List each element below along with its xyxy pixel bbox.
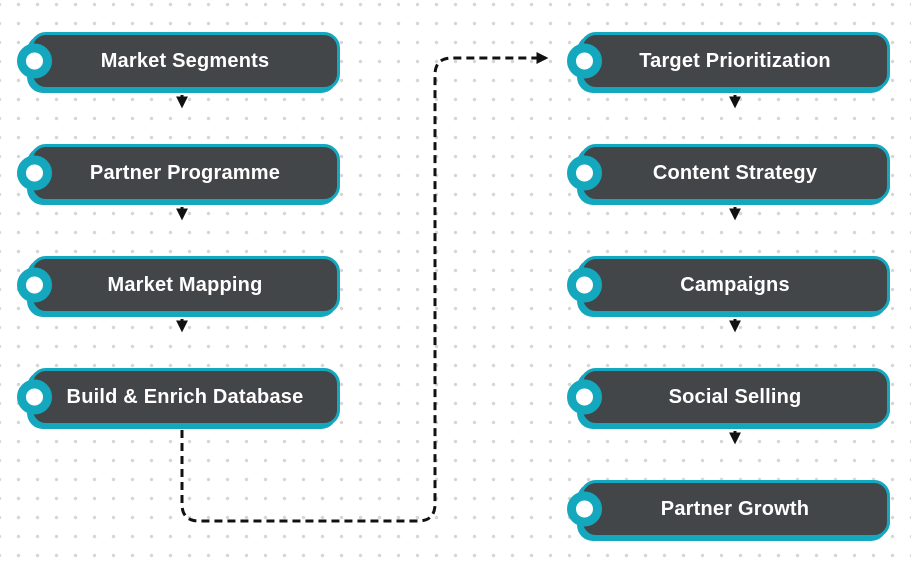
node-label: Build & Enrich Database <box>66 385 304 408</box>
node-content-strategy: Content Strategy <box>567 144 890 202</box>
node-port-circle <box>567 155 602 191</box>
node-market-mapping: Market Mapping <box>17 256 340 314</box>
node-label: Partner Growth <box>660 497 810 520</box>
node-label: Social Selling <box>668 385 802 408</box>
node-label: Market Mapping <box>107 273 263 296</box>
node-label: Content Strategy <box>652 161 818 184</box>
node-social-selling: Social Selling <box>567 368 890 426</box>
node-partner-growth: Partner Growth <box>567 480 890 538</box>
node-port-circle <box>17 155 52 191</box>
node-build-enrich-database: Build & Enrich Database <box>17 368 340 426</box>
node-partner-programme: Partner Programme <box>17 144 340 202</box>
node-market-segments: Market Segments <box>17 32 340 90</box>
node-port-circle <box>567 379 602 415</box>
node-port-circle <box>567 491 602 527</box>
node-port-circle <box>17 267 52 303</box>
node-target-prioritization: Target Prioritization <box>567 32 890 90</box>
node-port-circle <box>17 43 52 79</box>
node-port-circle <box>567 267 602 303</box>
node-port-circle <box>567 43 602 79</box>
node-label: Market Segments <box>100 49 270 72</box>
node-label: Partner Programme <box>89 161 281 184</box>
node-port-circle <box>17 379 52 415</box>
node-label: Target Prioritization <box>639 49 831 72</box>
node-label: Campaigns <box>680 273 790 296</box>
node-campaigns: Campaigns <box>567 256 890 314</box>
